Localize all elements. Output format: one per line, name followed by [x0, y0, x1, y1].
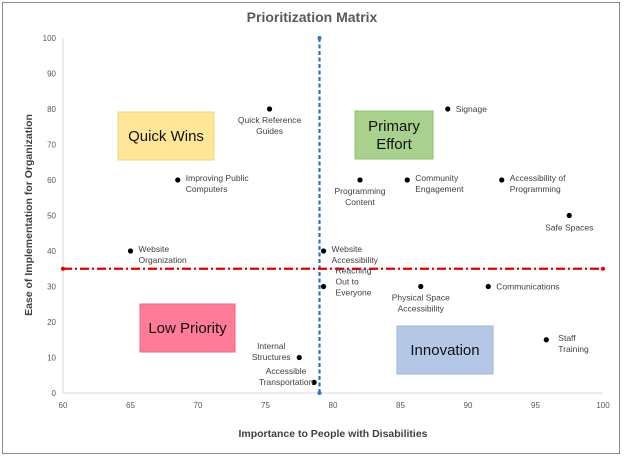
quadrant-box: Low Priority: [139, 303, 236, 353]
data-point-label: Physical Space: [392, 293, 450, 303]
y-axis-title: Ease of Implementation for Organization: [23, 114, 35, 316]
y-tick-label: 20: [47, 318, 56, 327]
data-point: [499, 177, 505, 183]
quadrant-box: Quick Wins: [117, 111, 215, 161]
horizontal-line-endpoint: [601, 266, 605, 271]
data-point-label: Programming: [510, 184, 561, 194]
vertical-line-endpoint: [317, 391, 322, 395]
x-axis-title: Importance to People with Disabilities: [238, 428, 427, 440]
quadrant-label: Quick Wins: [128, 128, 204, 145]
x-tick-label: 80: [329, 401, 338, 410]
quadrant-box-fill: [139, 303, 236, 353]
horizontal-line-endpoint: [61, 266, 65, 271]
x-tick-label: 70: [194, 401, 203, 410]
y-tick-label: 80: [47, 105, 56, 114]
y-tick-label: 30: [47, 283, 56, 292]
quadrant-box: Innovation: [396, 325, 494, 375]
data-point: [320, 248, 327, 254]
threshold-lines: [61, 36, 605, 395]
data-point-label: Transportation: [259, 377, 314, 387]
data-point-label: Computers: [186, 184, 228, 194]
data-point: [296, 354, 302, 361]
data-point-label: Programming: [334, 186, 385, 196]
data-point: [404, 177, 410, 183]
data-point-label: Website: [332, 244, 363, 254]
data-point-label: Engagement: [415, 184, 464, 194]
data-point-label: Improving Public: [186, 173, 250, 183]
data-point-label: Structures: [252, 352, 291, 362]
data-point: [566, 212, 572, 219]
data-point: [445, 106, 451, 112]
y-tick-label: 10: [47, 354, 56, 363]
data-point-label: Community: [415, 173, 459, 183]
quadrant-box-fill: [354, 110, 434, 160]
data-point-label: Guides: [256, 126, 283, 136]
data-point-label: Communications: [496, 282, 559, 292]
chart-frame: [2, 2, 620, 454]
chart-title: Prioritization Matrix: [247, 9, 378, 25]
quadrant-label: Innovation: [410, 342, 479, 359]
data-point-label: Signage: [456, 104, 487, 114]
data-point-label: Quick Reference: [238, 115, 302, 125]
x-tick-labels: 60 65 70 75 80 85 90 95 100: [59, 401, 611, 410]
vertical-line-endpoint: [317, 36, 322, 40]
quadrant-label: Primary: [368, 118, 420, 135]
x-tick-label: 100: [596, 401, 610, 410]
quadrant-label: Low Priority: [148, 320, 227, 337]
y-tick-label: 100: [43, 34, 57, 43]
data-point: [311, 379, 317, 385]
data-point: [418, 283, 424, 290]
y-tick-label: 60: [47, 176, 56, 185]
data-point-label: Accessibility of: [510, 173, 566, 183]
y-tick-label: 90: [47, 70, 56, 79]
data-point-label: Training: [558, 344, 589, 354]
x-tick-label: 90: [464, 401, 473, 410]
data-point: [175, 177, 181, 183]
y-tick-label: 0: [52, 389, 57, 398]
data-point-label: Internal: [257, 341, 285, 351]
data-point-label: Safe Spaces: [545, 223, 593, 233]
data-point: [266, 106, 273, 112]
data-point: [320, 283, 327, 290]
data-point-label: Reaching: [336, 266, 372, 276]
data-point-label: Everyone: [336, 288, 372, 298]
data-point-label: Organization: [139, 255, 187, 265]
quadrant-box-fill: [117, 111, 215, 161]
x-tick-label: 65: [126, 401, 135, 410]
y-tick-labels: 0 10 20 30 40 50 60 70 80 90 100: [43, 34, 57, 398]
data-point-label: Out to: [336, 277, 359, 287]
data-point-label: Accessibility: [332, 255, 379, 265]
x-tick-label: 85: [396, 401, 405, 410]
data-point: [127, 248, 134, 254]
quadrant-label: Effort: [376, 136, 412, 153]
x-tick-label: 75: [261, 401, 270, 410]
x-tick-label: 95: [531, 401, 540, 410]
data-point-label: Accessible: [266, 366, 307, 376]
data-point: [357, 177, 363, 183]
data-point-label: Website: [139, 244, 170, 254]
x-tick-label: 60: [59, 401, 68, 410]
data-point-label: Content: [345, 197, 375, 207]
data-point: [485, 283, 491, 290]
y-tick-label: 50: [47, 212, 56, 221]
data-point: [543, 337, 549, 343]
y-tick-label: 70: [47, 141, 56, 150]
quadrant-box-fill: [396, 325, 494, 375]
data-point-label: Accessibility: [398, 304, 445, 314]
data-point-label: Staff: [558, 333, 576, 343]
y-tick-label: 40: [47, 247, 56, 256]
